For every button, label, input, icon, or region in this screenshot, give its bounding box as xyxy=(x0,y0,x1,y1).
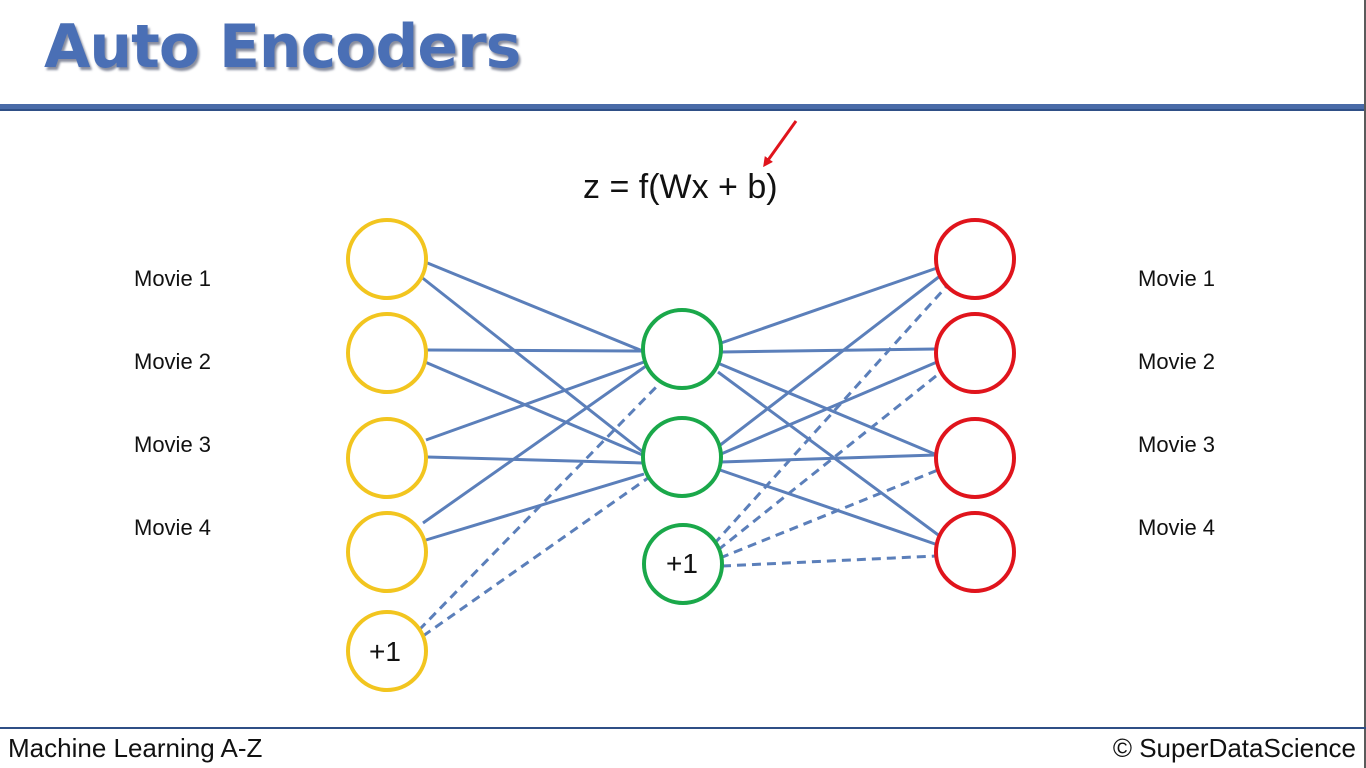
output-node-1 xyxy=(934,218,1016,300)
connection xyxy=(419,274,649,458)
footer-course-name: Machine Learning A-Z xyxy=(8,733,263,763)
footer-divider xyxy=(0,727,1366,729)
hidden-layer xyxy=(641,308,724,605)
connection xyxy=(719,468,939,547)
connection xyxy=(426,348,644,353)
output-label-movie-4: Movie 4 xyxy=(1138,515,1216,540)
connection xyxy=(425,472,645,542)
connection xyxy=(422,364,647,525)
input-bias-node xyxy=(346,610,428,692)
connection xyxy=(424,260,646,354)
bias-connection xyxy=(422,476,649,638)
output-label-movie-1: Movie 1 xyxy=(1138,266,1216,291)
output-label-movie-2: Movie 2 xyxy=(1138,349,1216,374)
input-node-2 xyxy=(346,312,428,394)
connection xyxy=(717,370,942,539)
output-node-3 xyxy=(934,417,1016,499)
page-title: Auto Encoders xyxy=(44,12,521,82)
connection xyxy=(425,360,645,442)
output-node-2 xyxy=(934,312,1016,394)
input-node-3 xyxy=(346,417,428,499)
connection xyxy=(424,360,646,458)
connection xyxy=(720,453,937,464)
bias-connection xyxy=(719,468,939,560)
input-label-movie-4: Movie 4 xyxy=(134,515,212,540)
output-label-movie-3: Movie 3 xyxy=(1138,432,1216,457)
output-layer xyxy=(934,218,1016,593)
bias-connection xyxy=(721,554,937,568)
connection xyxy=(720,266,938,345)
right-edge-border xyxy=(1364,0,1366,768)
output-node-4 xyxy=(934,511,1016,593)
formula-text: z = f(Wx + b) xyxy=(583,168,778,206)
hidden-node-2 xyxy=(641,416,723,498)
hidden-node-1 xyxy=(641,308,723,390)
bias-connection xyxy=(717,370,942,552)
input-label-movie-3: Movie 3 xyxy=(134,432,212,457)
connection xyxy=(718,274,941,448)
hidden-bias-label: +1 xyxy=(666,548,698,579)
connection xyxy=(426,455,644,465)
formula-pointer-arrow xyxy=(763,120,798,168)
footer-copyright: © SuperDataScience xyxy=(1112,733,1356,763)
hidden-bias-node xyxy=(642,523,724,605)
input-node-1 xyxy=(346,218,428,300)
input-label-movie-1: Movie 1 xyxy=(134,266,212,291)
connection xyxy=(720,360,938,456)
input-bias-label: +1 xyxy=(369,636,401,667)
input-node-4 xyxy=(346,511,428,593)
bias-connection xyxy=(712,285,948,546)
connections xyxy=(417,260,948,638)
input-label-movie-2: Movie 2 xyxy=(134,349,212,374)
title-divider xyxy=(0,104,1366,111)
input-layer xyxy=(346,218,428,692)
connection xyxy=(720,347,937,354)
bias-connection xyxy=(417,378,665,632)
